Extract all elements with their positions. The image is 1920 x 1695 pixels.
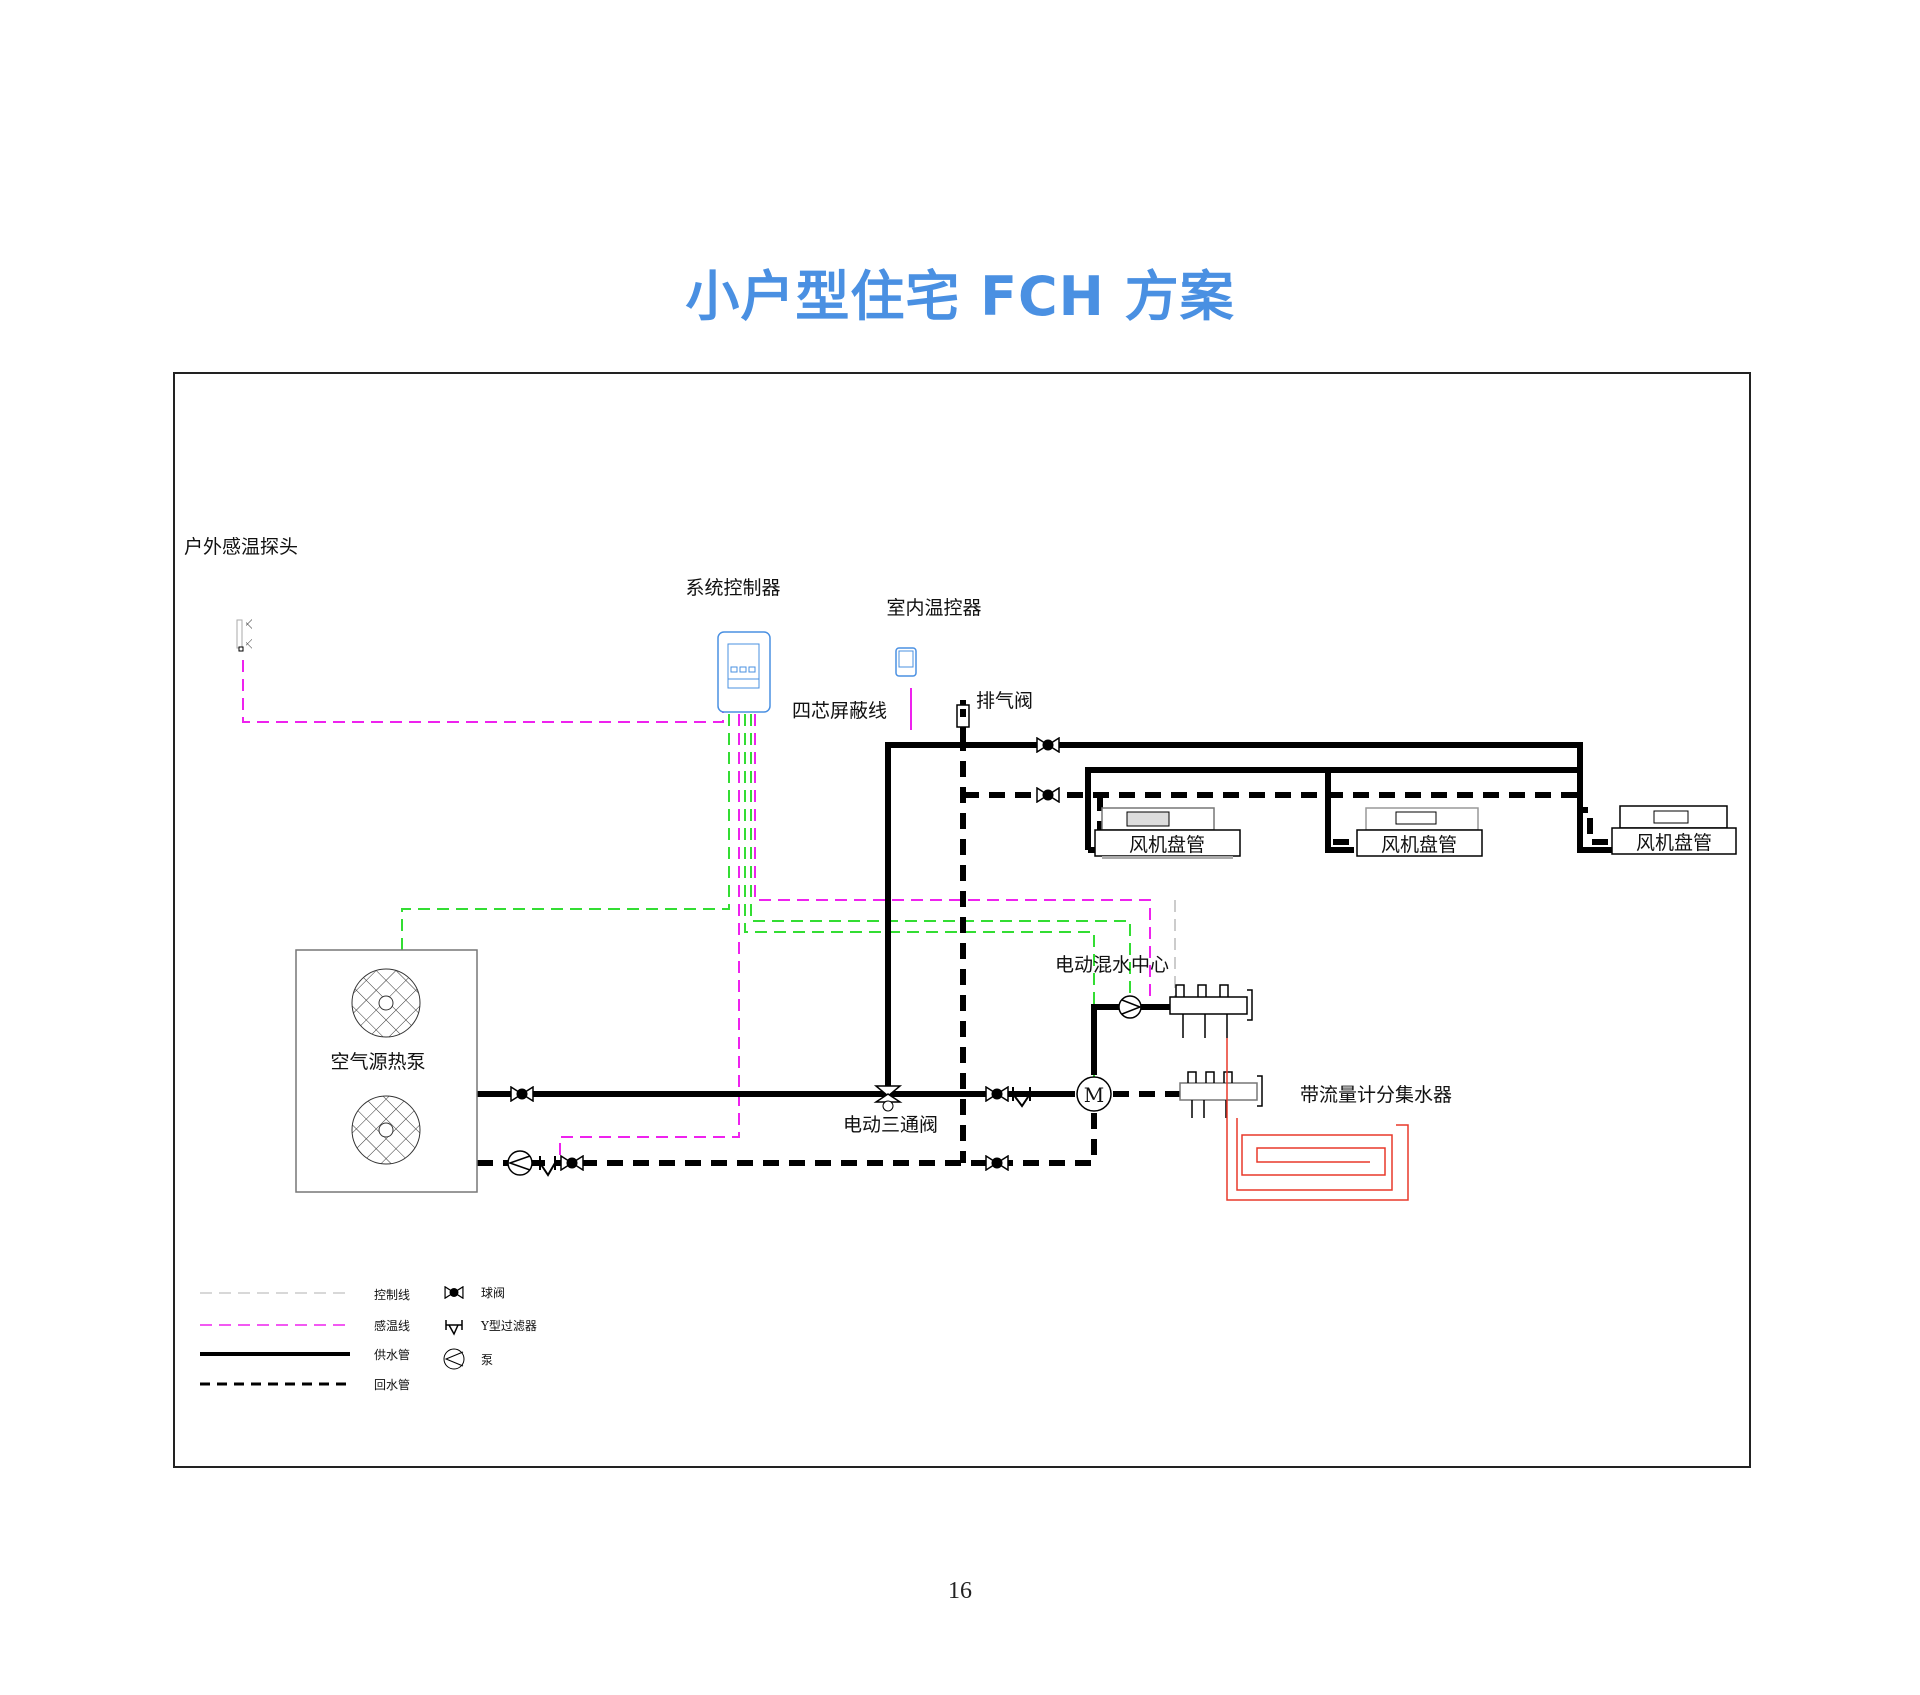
fan-coil-label: 风机盘管 xyxy=(1381,834,1457,856)
page-number: 16 xyxy=(948,1578,972,1604)
pump-icon[interactable] xyxy=(507,1150,533,1176)
control-lines xyxy=(401,714,1131,1080)
air-vent-icon[interactable] xyxy=(956,704,970,728)
control-line-mixing-pump xyxy=(750,714,1131,1000)
legend-ball-valve: 球阀 xyxy=(481,1286,505,1300)
ball-valve-icon[interactable] xyxy=(1036,787,1060,803)
manifold-label: 带流量计分集水器 xyxy=(1300,1084,1452,1106)
air-vent-label: 排气阀 xyxy=(976,690,1033,712)
sensor-line-mixing xyxy=(754,714,1151,1000)
pump-icon xyxy=(443,1348,465,1370)
three-way-valve-label: 电动三通阀 xyxy=(843,1114,938,1136)
ball-valve-icon[interactable] xyxy=(560,1155,584,1171)
outdoor-sensor-label: 户外感温探头 xyxy=(184,536,298,558)
ball-valve-icon[interactable] xyxy=(985,1086,1009,1102)
heat-pump-label: 空气源热泵 xyxy=(330,1051,425,1073)
return-manifold[interactable] xyxy=(1179,1071,1263,1118)
page-title: 小户型住宅 FCH 方案 xyxy=(685,265,1235,328)
sensor-lines xyxy=(242,660,1151,1163)
fan-coil-label: 风机盘管 xyxy=(1636,832,1712,854)
supply-manifold[interactable] xyxy=(1169,984,1253,1038)
y-strainer-icon[interactable] xyxy=(1012,1087,1031,1108)
legend-return-pipe: 回水管 xyxy=(374,1377,410,1392)
ball-valve-icon[interactable] xyxy=(985,1155,1009,1171)
ball-valve-icon[interactable] xyxy=(510,1086,534,1102)
three-way-valve-icon[interactable] xyxy=(873,1085,903,1112)
control-line-heat-pump xyxy=(401,714,730,950)
diagram-frame xyxy=(173,372,1751,1468)
outdoor-sensor-icon[interactable] xyxy=(236,618,252,652)
control-line-three-way xyxy=(744,714,1095,1080)
floor-heating-coil xyxy=(1226,1038,1409,1201)
system-controller-device[interactable] xyxy=(717,631,771,713)
ball-valve-icon[interactable] xyxy=(1036,737,1060,753)
four-core-cable-label: 四芯屏蔽线 xyxy=(792,700,887,722)
legend-y-strainer: Y型过滤器 xyxy=(480,1319,537,1333)
fan-coil-unit-3[interactable]: 风机盘管 xyxy=(1611,805,1737,855)
legend-pump: 泵 xyxy=(481,1353,493,1367)
y-strainer-icon xyxy=(445,1320,463,1336)
room-thermostat-label: 室内温控器 xyxy=(886,597,981,619)
heat-pump-unit[interactable]: 空气源热泵 xyxy=(295,949,478,1193)
motor-valve-icon[interactable]: M xyxy=(1076,1076,1112,1112)
legend-control-line: 控制线 xyxy=(374,1288,410,1302)
ball-valve-icon xyxy=(444,1286,464,1299)
legend-supply-pipe: 供水管 xyxy=(374,1347,410,1362)
sensor-line-return xyxy=(559,714,740,1163)
y-strainer-icon[interactable] xyxy=(539,1156,556,1177)
system-controller-label: 系统控制器 xyxy=(685,577,780,599)
mixing-pump-icon[interactable] xyxy=(1118,995,1143,1019)
legend: 控制线 感温线 供水管 回水管 球阀 Y型过滤器 泵 xyxy=(200,1286,537,1392)
sensor-line-outdoor xyxy=(242,660,724,723)
fan-coil-unit-2[interactable]: 风机盘管 xyxy=(1356,807,1483,857)
legend-sensor-line: 感温线 xyxy=(374,1318,410,1333)
room-thermostat-device[interactable] xyxy=(895,647,917,677)
svg-text:M: M xyxy=(1084,1083,1104,1107)
mixing-center-label: 电动混水中心 xyxy=(1055,954,1169,976)
fan-coil-unit-1[interactable]: 风机盘管 xyxy=(1094,807,1241,859)
fan-coil-label: 风机盘管 xyxy=(1129,834,1205,856)
